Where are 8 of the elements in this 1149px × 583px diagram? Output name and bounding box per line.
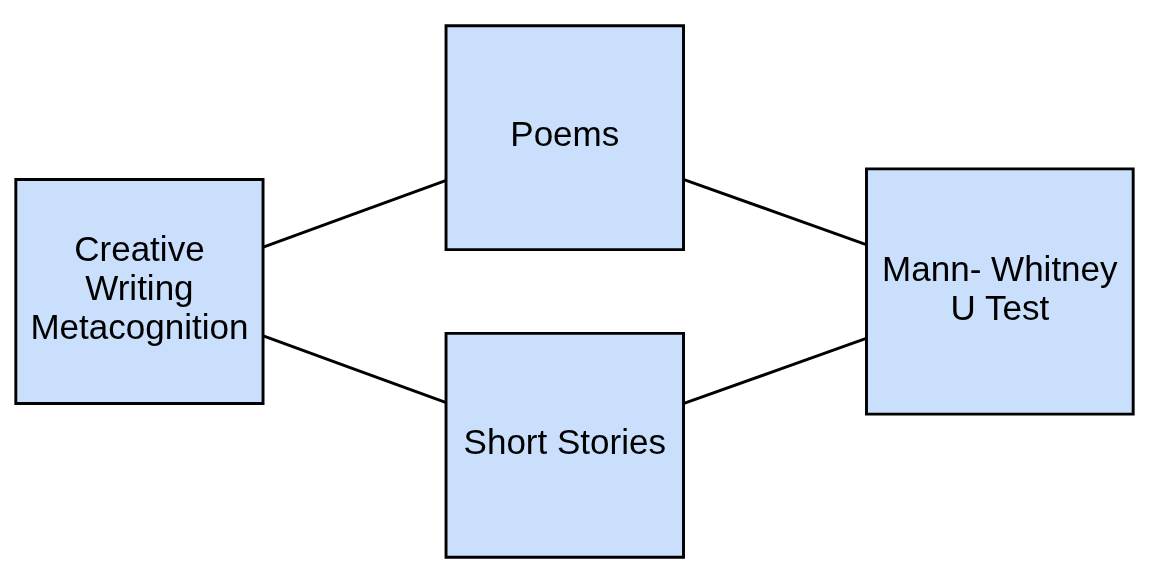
- connector: [262, 334, 447, 404]
- node-box: Short Stories: [444, 331, 685, 559]
- connector: [262, 179, 447, 249]
- node-box: Poems: [444, 24, 685, 252]
- node-box: Mann- Whitney U Test: [865, 167, 1135, 416]
- node-box: Creative Writing Metacognition: [14, 178, 265, 405]
- connector: [683, 337, 867, 405]
- connector: [683, 178, 867, 246]
